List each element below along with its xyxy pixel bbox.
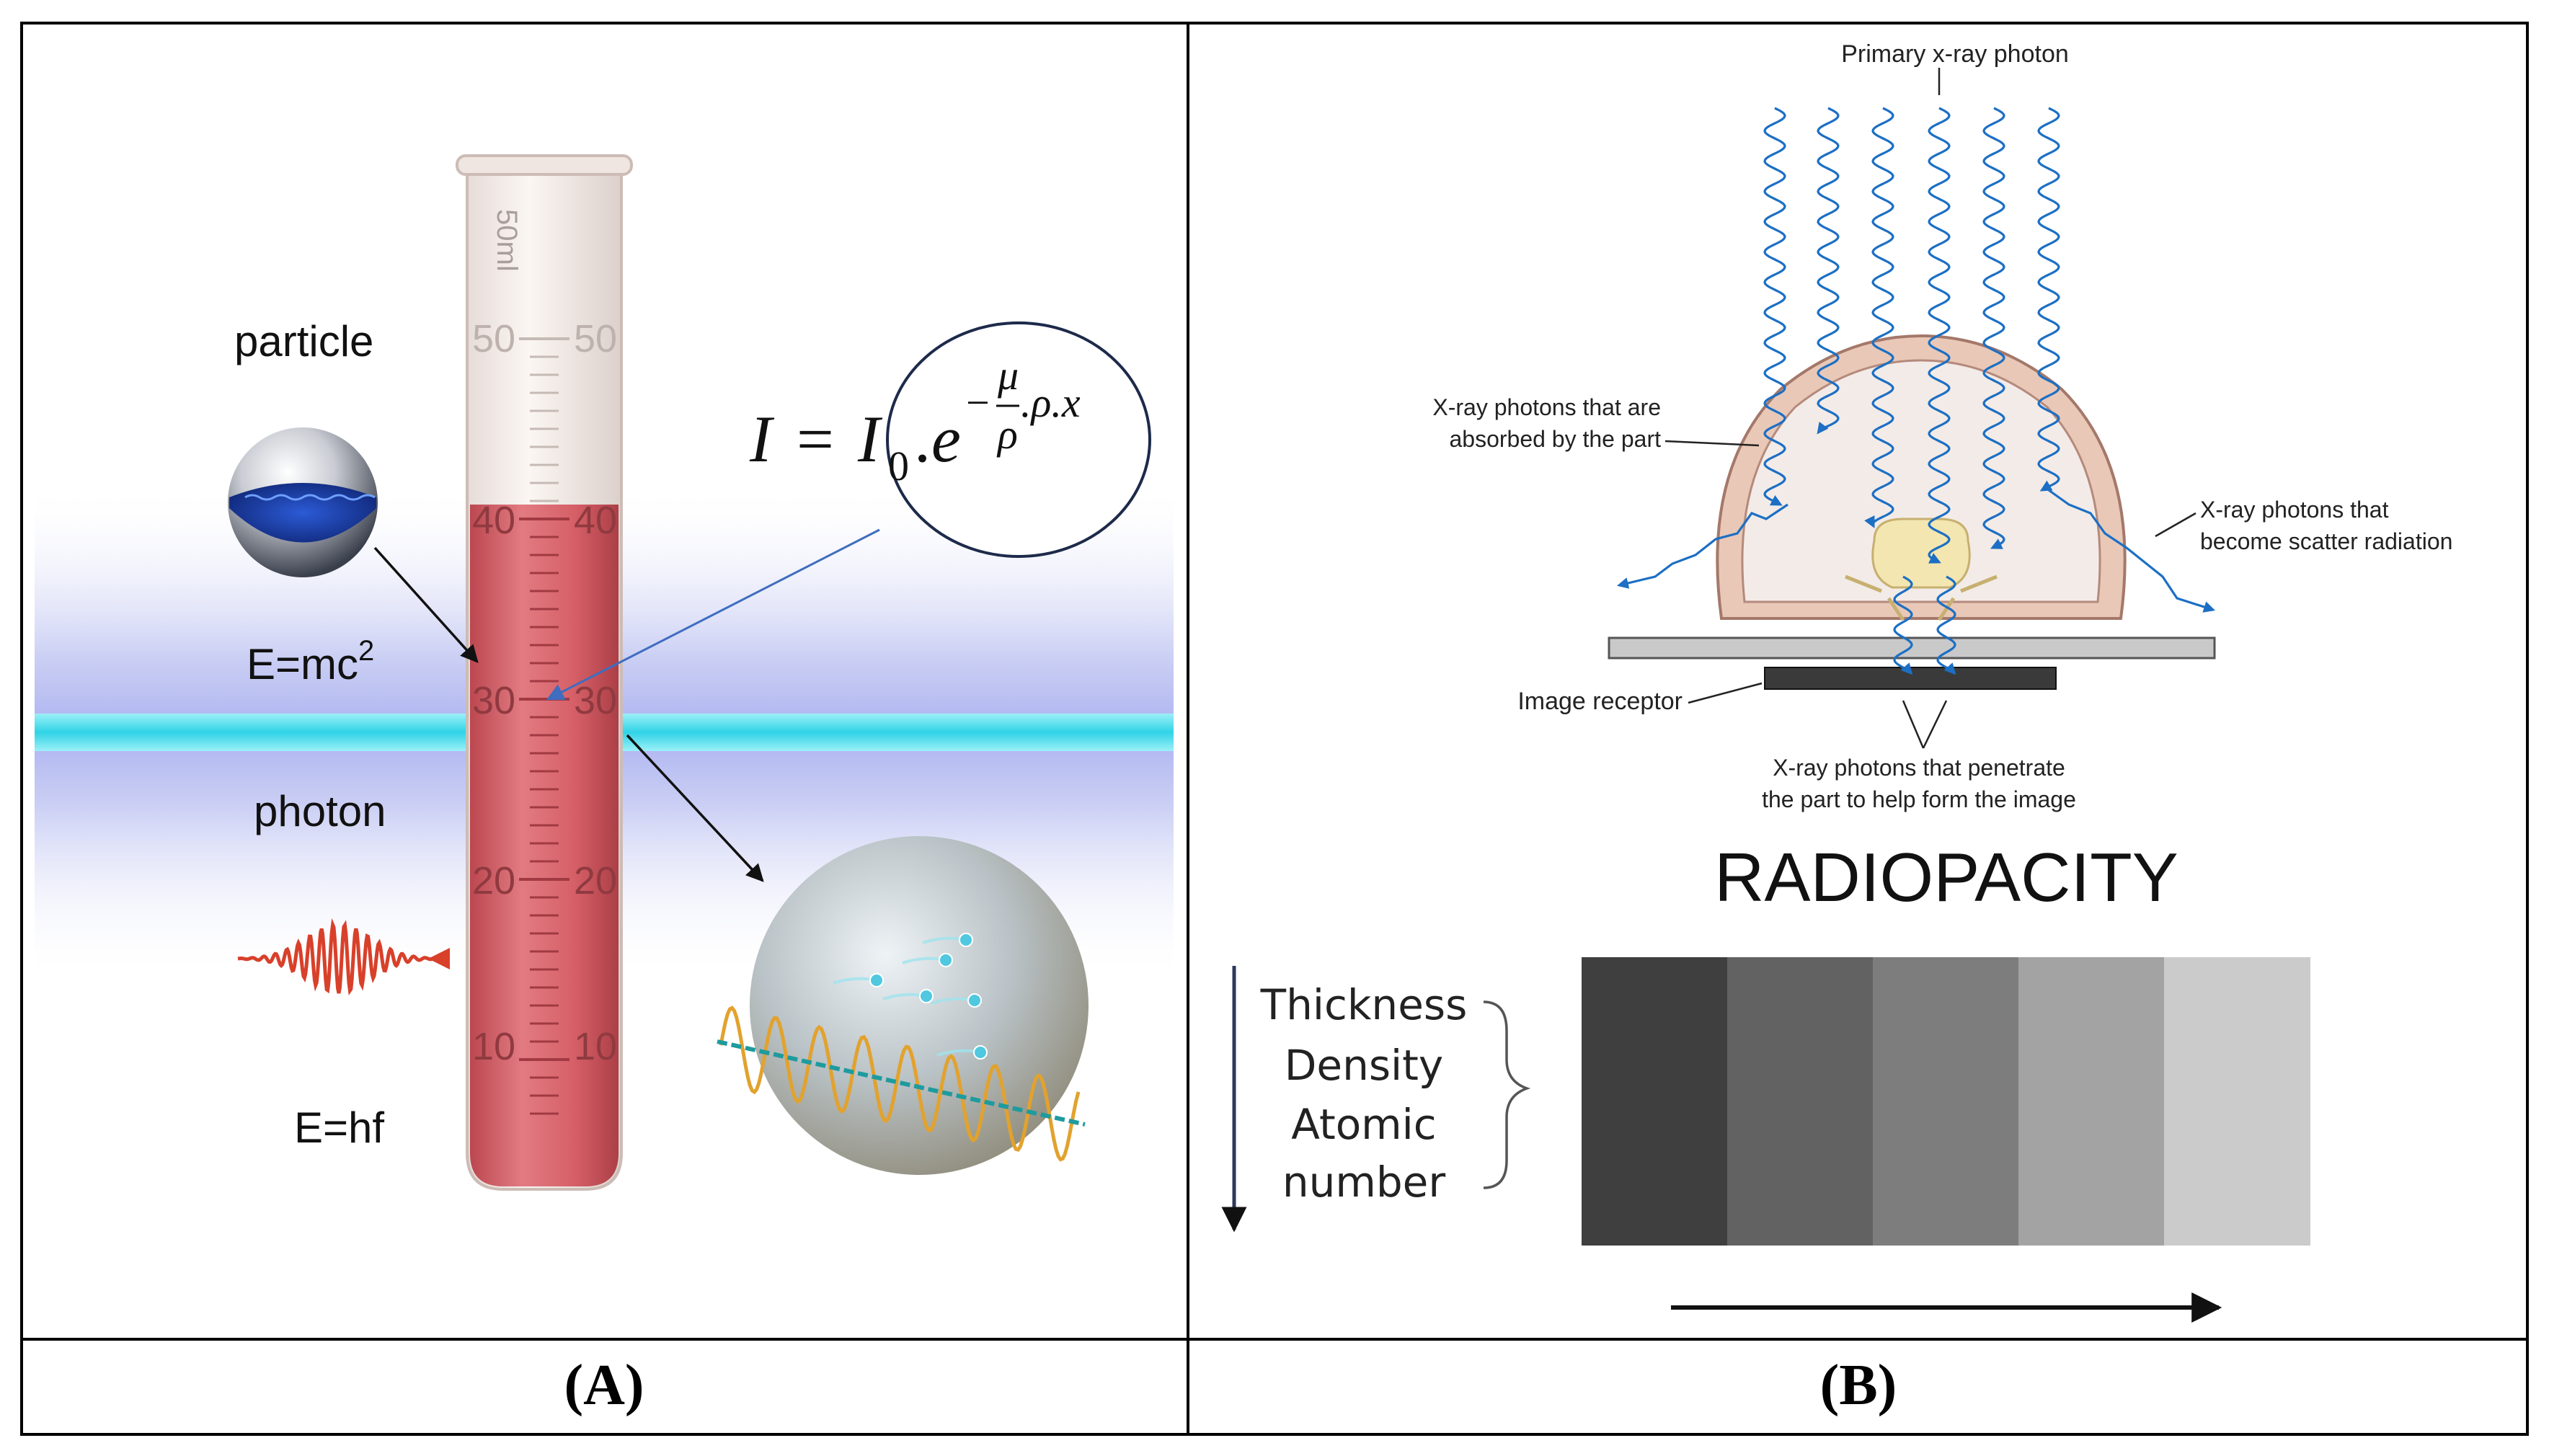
- penetrate-label-line1: X-ray photons that penetrate: [1773, 755, 2065, 781]
- table-frame: [20, 22, 2529, 1436]
- particle-dot: [959, 933, 973, 947]
- caption-b: (B): [1820, 1354, 1897, 1417]
- gradient-step: [1582, 957, 1728, 1246]
- primary-photon: [1817, 107, 1840, 435]
- mass-energy-label: E=mc2: [247, 635, 374, 688]
- scale-30-right: 30: [574, 679, 617, 722]
- factor-thickness: Thickness: [1260, 980, 1468, 1029]
- xray-photons: [1616, 107, 2216, 675]
- primary-photon-label: Primary x-ray photon: [1841, 40, 2069, 68]
- panel-a: 50ml 50 50 40 40 30 30 20 20 10 10 parti…: [35, 154, 1174, 1417]
- tube-liquid: [470, 505, 619, 1186]
- absorbed-leader: [1664, 440, 1760, 447]
- gradient-step: [1873, 957, 2019, 1246]
- absorbed-label-line2: absorbed by the part: [1449, 426, 1661, 452]
- radiopacity-gradient-strip: [1582, 957, 2310, 1246]
- scatter-label-line2: become scatter radiation: [2200, 528, 2452, 554]
- factor-atomic: Atomic: [1291, 1100, 1436, 1149]
- scale-50-left: 50: [472, 317, 515, 360]
- particle-sphere-icon: [228, 427, 378, 577]
- attenuation-formula: I = I 0 . e: [749, 402, 961, 494]
- scatter-photon-left: [1616, 503, 1788, 589]
- scatter-leader: [2155, 512, 2196, 538]
- formula-arrow: [546, 528, 880, 701]
- primary-photon: [1928, 107, 1951, 564]
- factor-number: number: [1282, 1158, 1446, 1207]
- penetrate-leader-left: [1902, 700, 1925, 749]
- particle-dot: [869, 973, 884, 987]
- penetrating-photon: [1893, 575, 1913, 675]
- test-tube: 50ml 50 50 40 40 30 30 20 20 10 10: [456, 154, 633, 1191]
- scale-40-right: 40: [574, 499, 617, 542]
- formula-ellipse: [886, 321, 1151, 558]
- radiopacity-title: RADIOPACITY: [1714, 839, 2178, 916]
- photon-label: photon: [254, 787, 386, 835]
- scale-10-left: 10: [472, 1025, 515, 1068]
- image-receptor-label: Image receptor: [1517, 688, 1683, 715]
- scale-30-left: 30: [472, 679, 515, 722]
- scale-50-right: 50: [574, 317, 617, 360]
- particle-dot: [967, 993, 982, 1008]
- penetrate-leader-right: [1922, 700, 1948, 749]
- photon-wave-icon: [237, 918, 450, 995]
- scale-40-left: 40: [472, 499, 515, 542]
- factor-brace: [1483, 1000, 1531, 1189]
- scatter-photon-right: [2048, 489, 2216, 613]
- gradient-step: [2018, 957, 2165, 1246]
- particle-dot: [939, 953, 953, 967]
- tube-graduations: [519, 337, 569, 1115]
- primary-photon: [1763, 107, 1786, 506]
- tube-rim: [456, 154, 633, 176]
- particle-arrow: [373, 546, 479, 663]
- scatter-label-line1: X-ray photons that: [2200, 497, 2389, 523]
- scale-20-left: 20: [472, 859, 515, 902]
- formula-exponent: − μ ρ .ρ.x: [966, 352, 1081, 458]
- tube-volume-label: 50ml: [491, 209, 523, 272]
- factor-density: Density: [1285, 1041, 1444, 1090]
- scale-20-right: 20: [574, 859, 617, 902]
- particle-dot: [919, 989, 934, 1003]
- scale-10-right: 10: [574, 1025, 617, 1068]
- zoom-particles-and-wave: [717, 933, 1086, 1162]
- particle-label: particle: [234, 317, 373, 365]
- wave-axis: [717, 1039, 1086, 1127]
- particle-dot: [973, 1045, 988, 1060]
- primary-photon: [1982, 107, 2005, 549]
- absorbed-label-line1: X-ray photons that are: [1432, 394, 1661, 420]
- photon-energy-label: E=hf: [294, 1104, 384, 1152]
- orange-wave: [719, 1006, 1081, 1162]
- gradient-step: [1727, 957, 1874, 1246]
- patient-cross-section: [1716, 334, 2127, 621]
- caption-a: (A): [564, 1354, 644, 1417]
- primary-photon: [1864, 107, 1894, 528]
- penetrate-label-line2: the part to help form the image: [1762, 786, 2076, 812]
- gradient-step: [2164, 957, 2310, 1246]
- zoom-arrow: [626, 734, 764, 882]
- primary-photon: [2037, 107, 2060, 492]
- penetrating-photon: [1936, 575, 1956, 675]
- receptor-leader: [1688, 682, 1763, 704]
- panel-b: Primary x-ray photon X-ray photons that …: [1221, 40, 2452, 1417]
- patient-table: [1608, 636, 2216, 660]
- zoom-circle: [717, 836, 1089, 1175]
